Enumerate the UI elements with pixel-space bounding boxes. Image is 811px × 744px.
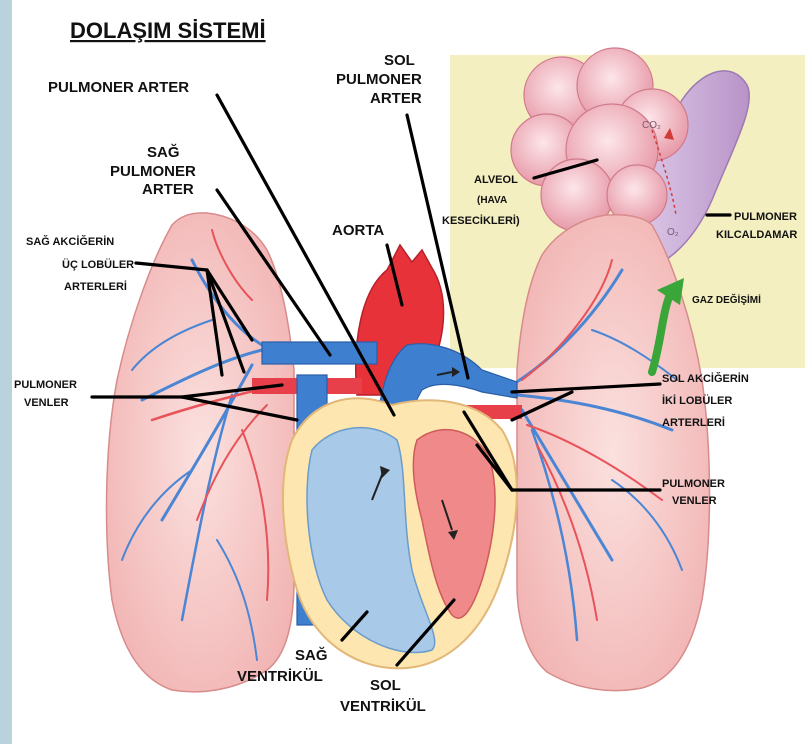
svg-text:SAĞ AKCİĞERİN: SAĞ AKCİĞERİN	[26, 235, 114, 248]
label-aorta: AORTA	[332, 222, 384, 239]
svg-text:SOL: SOL	[384, 52, 415, 69]
label-pulmoner-venler-left: PULMONER VENLER	[14, 379, 77, 409]
svg-text:İKİ LOBÜLER: İKİ LOBÜLER	[662, 394, 732, 407]
svg-text:VENLER: VENLER	[24, 397, 69, 409]
svg-text:VENTRİKÜL: VENTRİKÜL	[340, 698, 426, 715]
label-sol-pulmoner-arter: SOL PULMONER ARTER	[336, 52, 422, 107]
co2-label: CO₂	[642, 120, 661, 131]
svg-text:ARTER: ARTER	[370, 90, 422, 107]
svg-text:PULMONER: PULMONER	[662, 478, 725, 490]
right-lung	[107, 213, 294, 692]
label-pulmoner-arter: PULMONER ARTER	[48, 79, 189, 96]
svg-text:KESECİKLERİ): KESECİKLERİ)	[442, 214, 520, 227]
label-sol-ventrikul: SOL VENTRİKÜL	[340, 677, 426, 715]
label-sag-akciger-arterleri: SAĞ AKCİĞERİN ÜÇ LOBÜLER ARTERLERİ	[26, 235, 134, 293]
svg-text:PULMONER: PULMONER	[14, 379, 77, 391]
label-sag-pulmoner-arter: SAĞ PULMONER ARTER	[110, 143, 196, 198]
o2-label: O₂	[667, 227, 679, 238]
label-sol-akciger-arterleri: SOL AKCİĞERİN İKİ LOBÜLER ARTERLERİ	[662, 372, 749, 429]
svg-text:SAĞ: SAĞ	[295, 646, 328, 664]
svg-text:KILCALDAMAR: KILCALDAMAR	[716, 229, 797, 241]
svg-text:PULMONER: PULMONER	[734, 211, 797, 223]
svg-text:SOL AKCİĞERİN: SOL AKCİĞERİN	[662, 372, 749, 385]
svg-text:SAĞ: SAĞ	[147, 143, 180, 161]
diagram-title: DOLAŞIM SİSTEMİ	[70, 18, 266, 43]
diagram-frame: DOLAŞIM SİSTEMİ CO₂ O₂	[12, 0, 811, 744]
circulatory-diagram: DOLAŞIM SİSTEMİ CO₂ O₂	[12, 0, 811, 744]
svg-text:ÜÇ LOBÜLER: ÜÇ LOBÜLER	[62, 258, 134, 271]
svg-text:ARTERLERİ: ARTERLERİ	[662, 416, 725, 429]
svg-text:ALVEOL: ALVEOL	[474, 174, 518, 186]
svg-text:PULMONER: PULMONER	[336, 71, 422, 88]
label-gaz-degisimi: GAZ DEĞİŞİMİ	[692, 293, 761, 306]
svg-text:SOL: SOL	[370, 677, 401, 694]
svg-text:(HAVA: (HAVA	[477, 195, 507, 206]
svg-text:PULMONER: PULMONER	[110, 163, 196, 180]
svg-text:ARTER: ARTER	[142, 181, 194, 198]
svg-text:VENTRİKÜL: VENTRİKÜL	[237, 668, 323, 685]
svg-text:ARTERLERİ: ARTERLERİ	[64, 280, 127, 293]
svg-text:VENLER: VENLER	[672, 495, 717, 507]
